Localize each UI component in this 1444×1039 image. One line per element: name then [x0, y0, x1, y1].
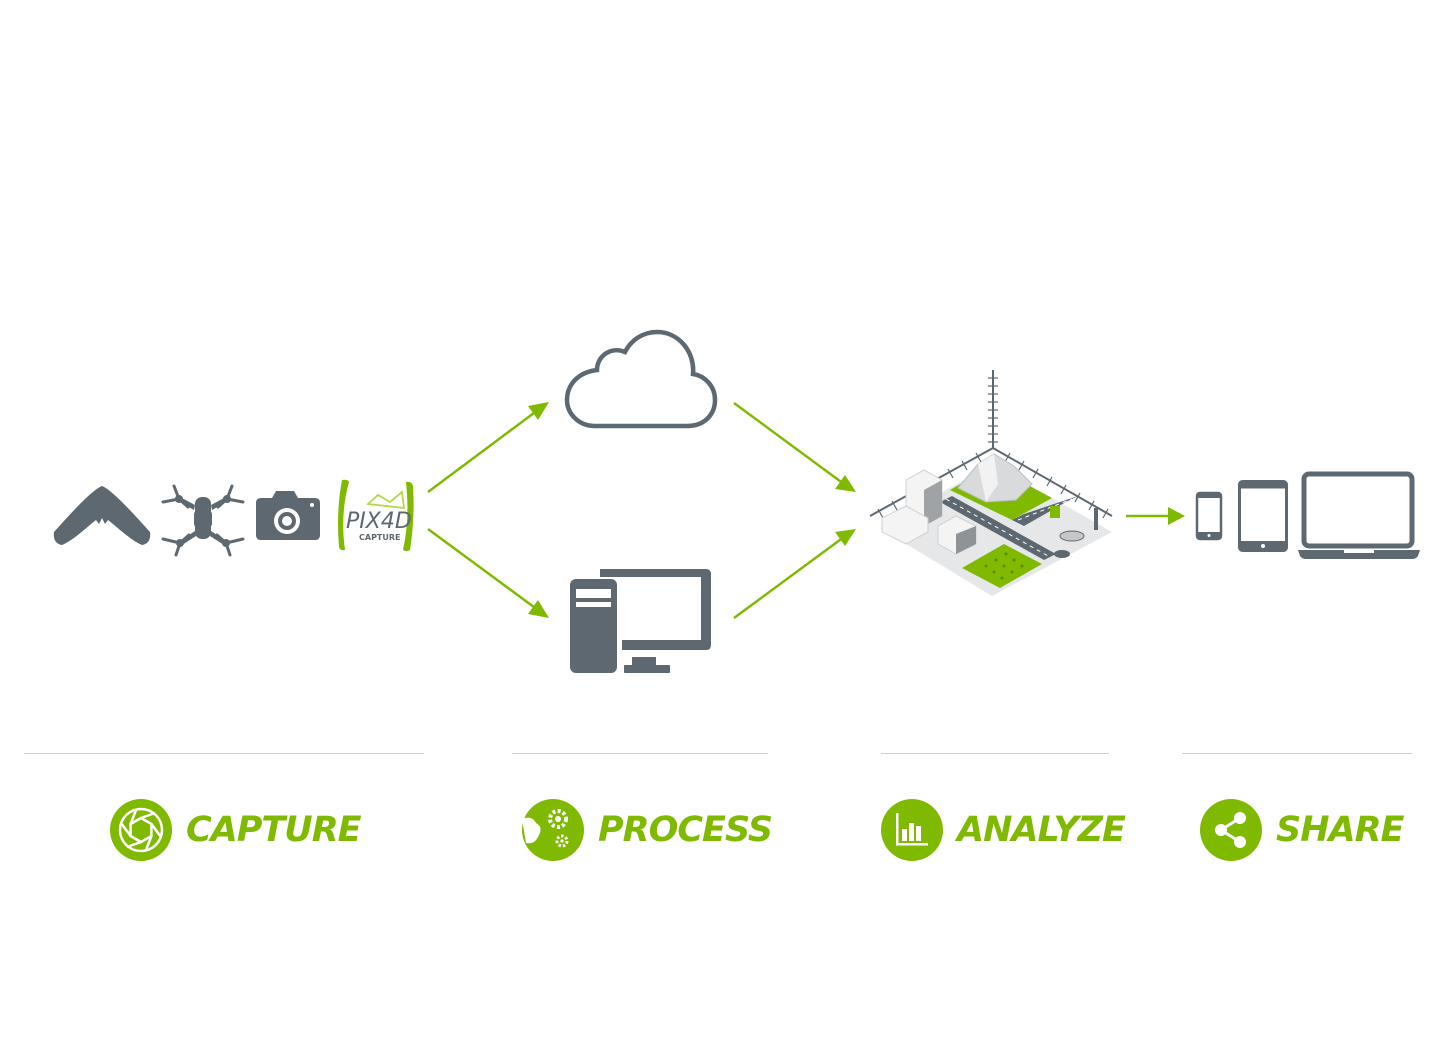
- arrow-capture-to-cloud: [427, 405, 543, 494]
- divider-capture: [24, 753, 424, 754]
- smartphone-icon: [1195, 491, 1223, 541]
- arrowhead: [528, 402, 549, 420]
- step-share: SHARE: [1200, 798, 1404, 862]
- step-label-capture: CAPTURE: [186, 810, 362, 850]
- divider-share: [1182, 753, 1412, 754]
- camera-icon: [256, 491, 320, 540]
- arrowhead: [528, 600, 549, 618]
- step-process: PROCESS: [522, 798, 773, 862]
- cloud-icon: [563, 328, 719, 430]
- step-label-share: SHARE: [1276, 810, 1404, 850]
- divider-process: [512, 753, 768, 754]
- desktop-computer-icon: [570, 569, 712, 675]
- divider-analyze: [881, 753, 1109, 754]
- quadcopter-drone-icon: [160, 483, 246, 557]
- pix4d-capture-app-icon: PIX4D CAPTURE: [336, 478, 416, 554]
- 3d-city-model-icon: [866, 368, 1116, 596]
- laptop-icon: [1298, 471, 1420, 560]
- bar-chart-icon: [881, 799, 943, 861]
- arrowhead: [835, 475, 856, 492]
- gears-icon: [522, 799, 584, 861]
- step-label-analyze: ANALYZE: [957, 810, 1126, 850]
- step-capture: CAPTURE: [110, 798, 362, 862]
- arrow-capture-to-desktop: [427, 527, 543, 615]
- camera-shutter-icon: [110, 799, 172, 861]
- arrow-desktop-to-analyze: [733, 532, 849, 620]
- pix4d-brand-text: PIX4D: [346, 509, 412, 534]
- pix4d-sub-text: CAPTURE: [359, 533, 401, 542]
- step-analyze: ANALYZE: [881, 798, 1126, 862]
- arrowhead: [835, 529, 856, 546]
- arrowhead: [1168, 507, 1185, 525]
- share-icon: [1200, 799, 1262, 861]
- step-label-process: PROCESS: [598, 810, 773, 850]
- tablet-icon: [1238, 480, 1288, 552]
- arrow-cloud-to-analyze: [733, 401, 849, 489]
- fixed-wing-drone-icon: [52, 484, 152, 546]
